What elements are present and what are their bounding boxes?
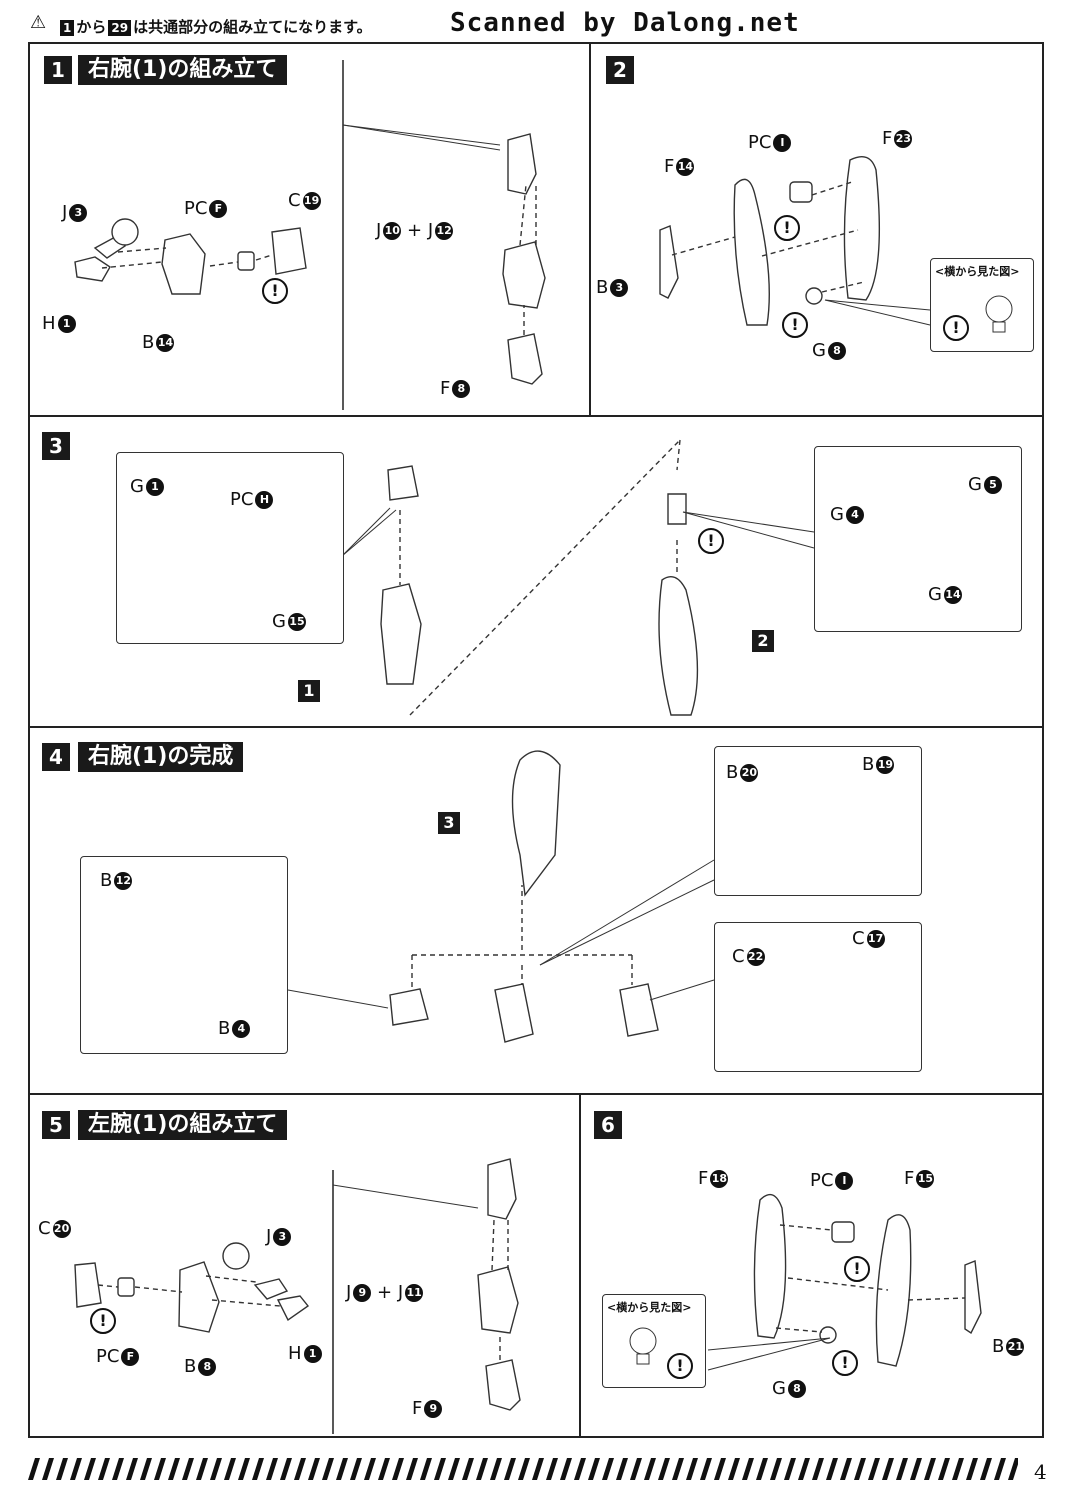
warning-triangle-icon: ⚠	[30, 12, 47, 33]
ref-step-2: 2	[752, 630, 774, 652]
step-3-number: 3	[42, 432, 70, 460]
footer-stripe	[28, 1458, 1018, 1480]
caution-icon: !	[832, 1350, 858, 1376]
instruction-frame	[28, 42, 1044, 1438]
step-4-inset-left	[80, 856, 288, 1054]
caution-icon: !	[774, 215, 800, 241]
ref-step-3: 3	[438, 812, 460, 834]
step-1-title: 右腕(1)の組み立て	[78, 55, 288, 85]
callout-lines	[287, 124, 931, 1371]
step-4-number: 4	[42, 743, 70, 771]
step-1-number: 1	[44, 56, 72, 84]
step-5-number: 5	[42, 1111, 70, 1139]
caution-icon: !	[943, 315, 969, 341]
ref-step-1: 1	[298, 680, 320, 702]
caution-icon: !	[262, 278, 288, 304]
caution-icon: !	[698, 528, 724, 554]
side-view-inset: <横から見た図> !	[930, 258, 1034, 352]
page-number: 4	[1034, 1460, 1047, 1484]
caution-icon: !	[667, 1353, 693, 1379]
step-5-title: 左腕(1)の組み立て	[78, 1110, 288, 1140]
step-2-number: 2	[606, 56, 634, 84]
side-view-inset: <横から見た図> !	[602, 1294, 706, 1388]
step-4-title: 右腕(1)の完成	[78, 742, 244, 772]
step-6-number: 6	[594, 1111, 622, 1139]
step-4-inset-bottom-right	[714, 922, 922, 1072]
caution-icon: !	[90, 1308, 116, 1334]
part-shapes	[74, 133, 1001, 1411]
caution-icon: !	[844, 1256, 870, 1282]
scanner-credit: Scanned by Dalong.net	[450, 8, 800, 38]
ball-joint-icon	[985, 295, 1013, 333]
side-view-label: <横から見た図>	[935, 265, 1020, 278]
caution-icon: !	[782, 312, 808, 338]
ball-joint-icon	[629, 1327, 657, 1365]
side-view-label: <横から見た図>	[607, 1301, 692, 1314]
